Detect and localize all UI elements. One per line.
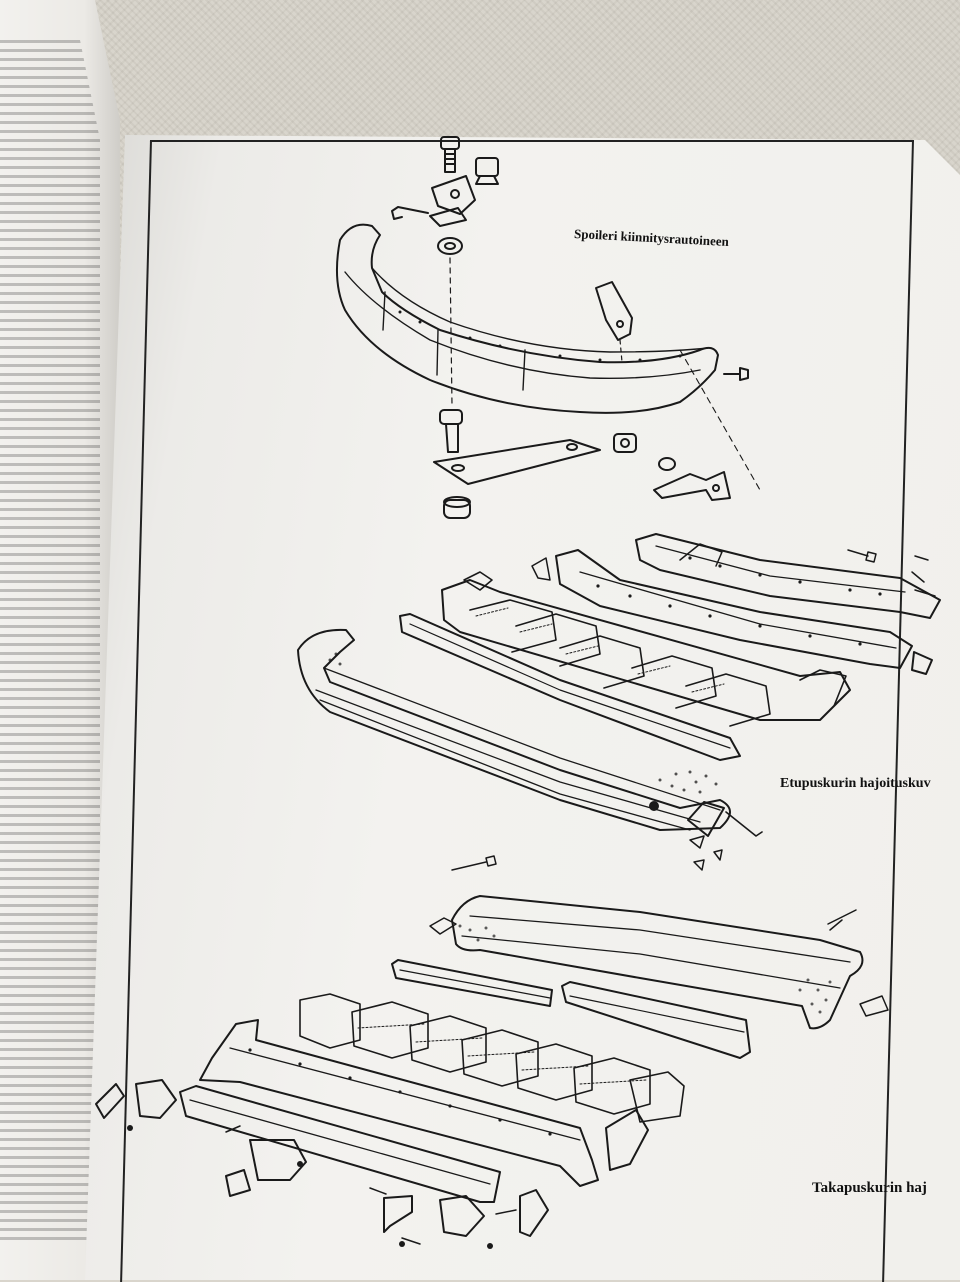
front-bumper-diagram (297, 533, 941, 871)
caption-front-bumper: Etupuskurin hajoituskuv (780, 776, 931, 791)
left-page-text-block (0, 40, 100, 1240)
caption-rear-bumper: Takapuskurin haj (812, 1180, 927, 1196)
spoiler-top-hardware (391, 136, 499, 406)
spoiler-diagram (336, 136, 761, 519)
spoiler-body (336, 223, 719, 414)
rear-bumper-diagram (95, 855, 889, 1249)
